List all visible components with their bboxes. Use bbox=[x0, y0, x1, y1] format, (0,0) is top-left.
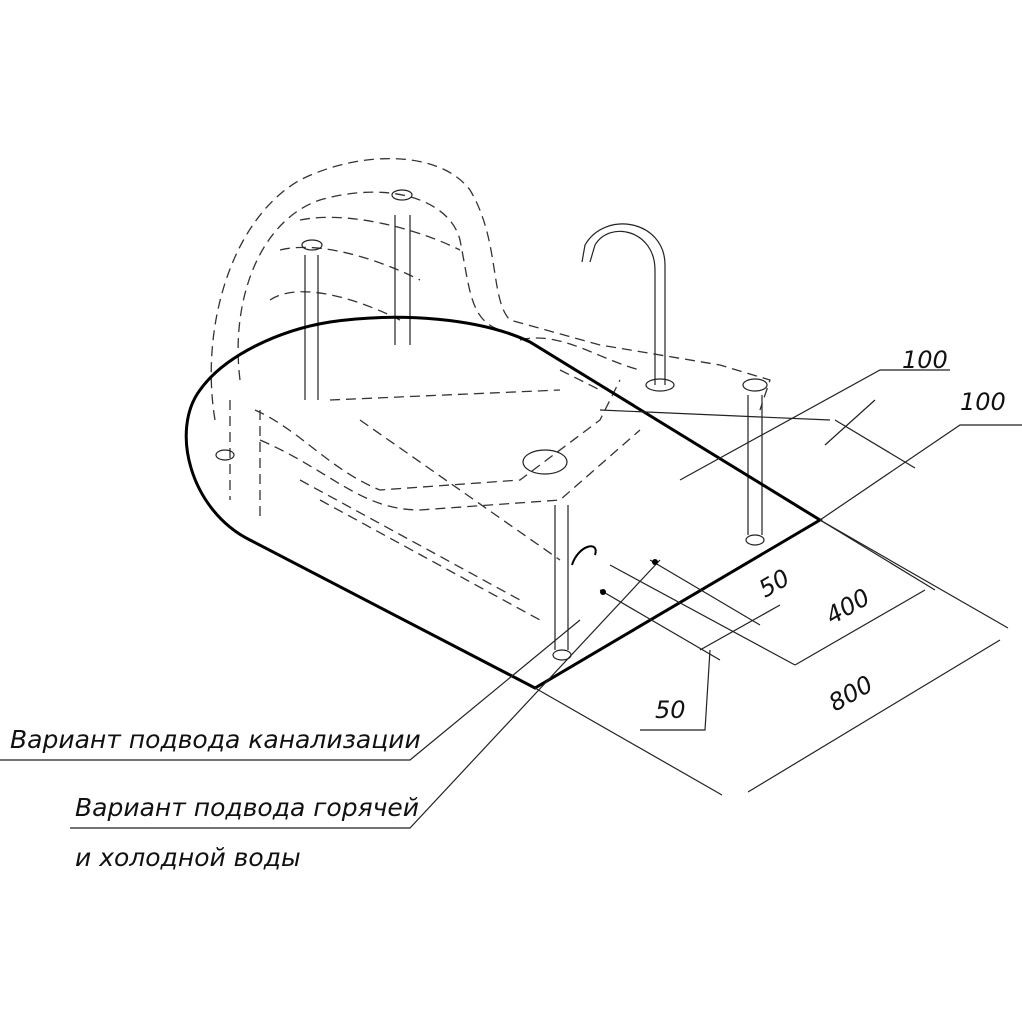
label-sewer-connection: Вариант подвода канализации bbox=[10, 725, 421, 754]
bath-hidden-lines bbox=[210, 157, 771, 661]
label-water-connection-line1: Вариант подвода горячей bbox=[75, 793, 419, 822]
dim-100-upper: 100 bbox=[902, 346, 948, 374]
bath-footprint-outline bbox=[184, 315, 823, 690]
dim-800: 800 bbox=[824, 670, 878, 717]
dim-100-lower: 100 bbox=[960, 388, 1006, 416]
dimension-lines bbox=[0, 369, 1022, 829]
dim-50-inner: 50 bbox=[754, 564, 794, 604]
dim-50-bottom: 50 bbox=[655, 696, 686, 724]
label-water-connection-line2: и холодной воды bbox=[75, 843, 301, 872]
